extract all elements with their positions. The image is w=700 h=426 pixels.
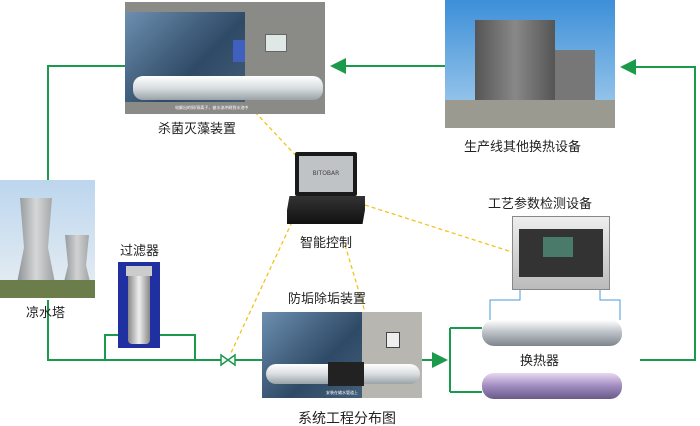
detector-label: 工艺参数检测设备 bbox=[488, 197, 593, 212]
cooling-tower-label: 凉水塔 bbox=[26, 306, 66, 321]
filter-bypass bbox=[104, 334, 196, 360]
exchanger-manifold bbox=[449, 327, 482, 393]
antiscale-label: 防垢除垢装置 bbox=[288, 292, 367, 307]
antiscale-image: 安装在输水管道上 bbox=[262, 312, 422, 398]
filter-image bbox=[118, 262, 160, 348]
filter-label: 过滤器 bbox=[120, 244, 160, 259]
laptop-screen: BITOBAR bbox=[299, 156, 353, 192]
sterilizer-caption: 电解出的铜/铜离子，被水流冲刷到水池中 bbox=[175, 105, 249, 110]
production-label: 生产线其他换热设备 bbox=[464, 140, 582, 155]
pipe-tower-bottom bbox=[47, 300, 262, 361]
laptop-image: BITOBAR bbox=[287, 152, 365, 228]
controller-label: 智能控制 bbox=[300, 236, 353, 251]
diagram-title: 系统工程分布图 bbox=[298, 411, 396, 426]
pipe-return bbox=[620, 59, 696, 361]
valve-icon bbox=[220, 353, 236, 367]
heat-exchanger-image bbox=[482, 318, 622, 413]
sterilizer-label: 杀菌灭藻装置 bbox=[158, 122, 237, 137]
antiscale-caption: 安装在输水管道上 bbox=[326, 390, 358, 395]
heat-exchanger-label: 换热器 bbox=[520, 354, 560, 369]
detector-image bbox=[512, 216, 610, 290]
cooling-tower-image bbox=[0, 180, 95, 298]
pipe-tower-to-sterilizer bbox=[47, 65, 125, 182]
control-signal-lines bbox=[229, 111, 513, 356]
sterilizer-image: 电解出的铜/铜离子，被水流冲刷到水池中 bbox=[125, 2, 325, 114]
production-image bbox=[445, 0, 615, 128]
